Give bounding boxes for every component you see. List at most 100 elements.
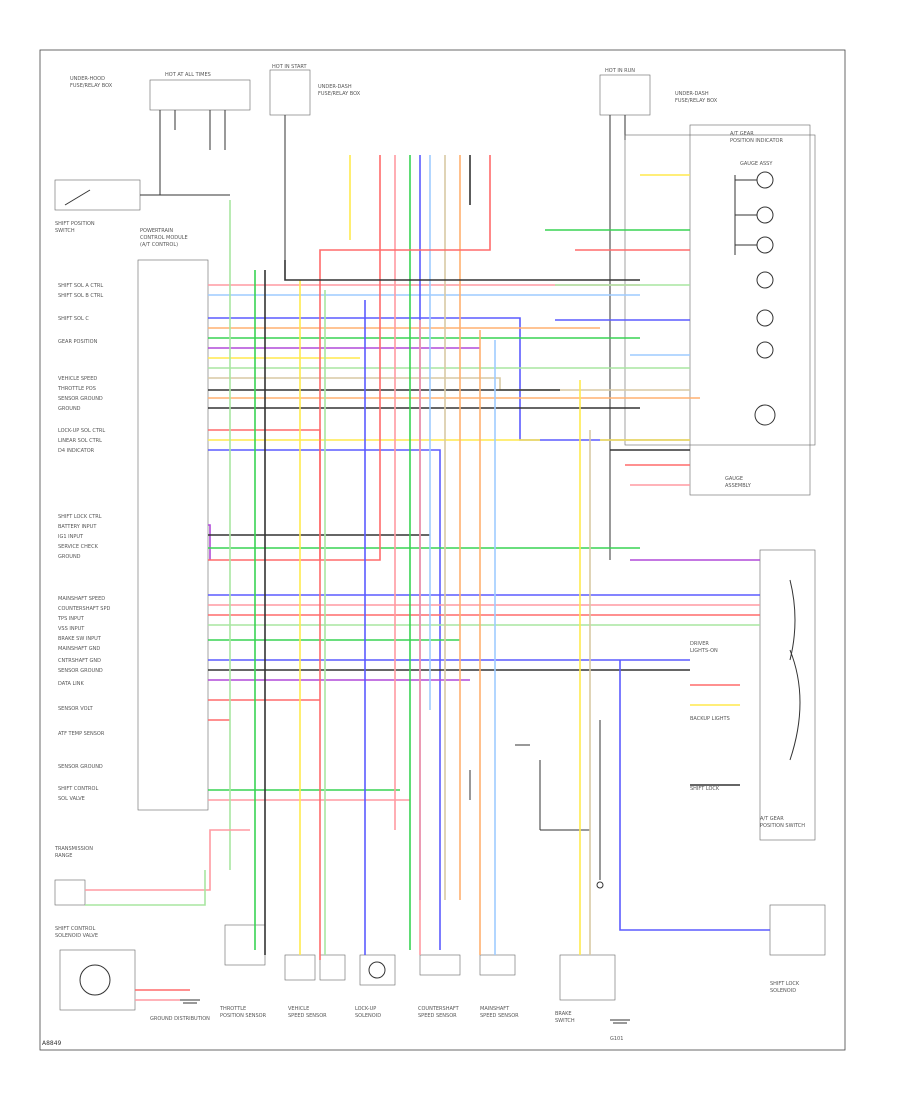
svg-text:SPEED SENSOR: SPEED SENSOR — [288, 1013, 327, 1019]
svg-text:HOT AT ALL TIMES: HOT AT ALL TIMES — [165, 72, 211, 78]
hot-in-run-fuse: HOT IN RUN UNDER-DASH FUSE/RELAY BOX — [599, 68, 718, 560]
svg-text:HOT IN START: HOT IN START — [272, 64, 308, 70]
svg-text:A/T GEAR: A/T GEAR — [760, 816, 784, 822]
svg-text:SHIFT SOL B CTRL: SHIFT SOL B CTRL — [58, 293, 103, 299]
svg-text:SHIFT LOCK: SHIFT LOCK — [770, 981, 800, 987]
park-neutral-switch: SHIFT POSITION SWITCH — [54, 179, 230, 234]
svg-text:SWITCH: SWITCH — [55, 228, 75, 234]
svg-text:THROTTLE: THROTTLE — [219, 1006, 246, 1012]
svg-text:LINEAR SOL CTRL: LINEAR SOL CTRL — [58, 438, 102, 444]
svg-text:SENSOR GROUND: SENSOR GROUND — [58, 396, 103, 402]
footer-code: A8849 — [42, 1040, 62, 1047]
wire-blue-14 — [208, 449, 441, 950]
wire-light_green-68 — [85, 870, 206, 906]
svg-text:LOCK-UP SOL CTRL: LOCK-UP SOL CTRL — [58, 428, 105, 434]
svg-text:SERVICE CHECK: SERVICE CHECK — [58, 544, 99, 550]
ground: GROUND DISTRIBUTION G101 — [150, 999, 630, 1042]
svg-text:ASSEMBLY: ASSEMBLY — [725, 483, 752, 489]
svg-text:G101: G101 — [610, 1036, 623, 1042]
svg-text:FUSE/RELAY BOX: FUSE/RELAY BOX — [70, 83, 113, 89]
data-link-connector: TRANSMISSION RANGE — [54, 846, 93, 906]
svg-text:GROUND DISTRIBUTION: GROUND DISTRIBUTION — [150, 1016, 210, 1022]
svg-text:UNDER-DASH: UNDER-DASH — [675, 91, 709, 97]
svg-text:RANGE: RANGE — [55, 853, 72, 859]
svg-text:TRANSMISSION: TRANSMISSION — [54, 846, 93, 852]
svg-text:POSITION SENSOR: POSITION SENSOR — [220, 1013, 267, 1019]
svg-text:GAUGE: GAUGE — [725, 476, 743, 482]
transmission-range-switch: A/T GEAR POSITION SWITCH DRIVER LIGHTS-O… — [690, 549, 816, 841]
svg-text:SHIFT POSITION: SHIFT POSITION — [55, 221, 95, 227]
svg-text:D4 INDICATOR: D4 INDICATOR — [58, 448, 95, 454]
powertrain-control-module: POWERTRAIN CONTROL MODULE (A/T CONTROL) … — [57, 228, 209, 811]
svg-text:GAUGE ASSY: GAUGE ASSY — [740, 161, 773, 167]
svg-text:LIGHTS-ON: LIGHTS-ON — [690, 648, 718, 654]
wire-blue-2 — [208, 317, 690, 441]
wire-pink-67 — [85, 829, 250, 891]
brake-relay — [469, 720, 604, 889]
svg-text:(A/T CONTROL): (A/T CONTROL) — [140, 242, 178, 248]
svg-text:THROTTLE POS: THROTTLE POS — [57, 386, 96, 392]
svg-text:SHIFT LOCK: SHIFT LOCK — [690, 786, 720, 792]
svg-text:SHIFT SOL A CTRL: SHIFT SOL A CTRL — [58, 283, 103, 289]
svg-text:DATA LINK: DATA LINK — [58, 681, 84, 687]
wire-tan-8 — [208, 377, 690, 391]
lockup-control-solenoid: LOCK-UP SOLENOID — [355, 954, 396, 1019]
svg-text:SHIFT CONTROL: SHIFT CONTROL — [58, 786, 98, 792]
svg-text:SENSOR VOLT: SENSOR VOLT — [58, 706, 94, 712]
throttle-position-sensor: THROTTLE POSITION SENSOR — [219, 924, 267, 1019]
svg-text:POWERTRAIN: POWERTRAIN — [140, 228, 173, 234]
wire-purple-15 — [208, 524, 211, 560]
wire-red-39 — [319, 155, 491, 960]
vehicle-speed-sensor: VEHICLE SPEED SENSOR — [284, 954, 327, 1019]
svg-text:UNDER-DASH: UNDER-DASH — [318, 84, 352, 90]
svg-text:BRAKE: BRAKE — [555, 1011, 572, 1017]
svg-text:MAINSHAFT SPEED: MAINSHAFT SPEED — [58, 596, 105, 602]
atf-temp-sensor — [319, 954, 346, 981]
svg-text:SWITCH: SWITCH — [555, 1018, 575, 1024]
svg-text:POSITION SWITCH: POSITION SWITCH — [760, 823, 805, 829]
wire-blue-63 — [619, 660, 770, 931]
svg-text:BACKUP LIGHTS: BACKUP LIGHTS — [690, 716, 730, 722]
svg-text:SENSOR GROUND: SENSOR GROUND — [58, 764, 103, 770]
svg-text:SHIFT SOL C: SHIFT SOL C — [58, 316, 89, 322]
svg-text:VSS INPUT: VSS INPUT — [58, 626, 85, 632]
hot-in-start-fuse: HOT IN START UNDER-DASH FUSE/RELAY BOX — [269, 64, 361, 260]
svg-text:SPEED SENSOR: SPEED SENSOR — [418, 1013, 457, 1019]
svg-text:MAINSHAFT GND: MAINSHAFT GND — [58, 646, 100, 652]
diagram-frame — [39, 49, 846, 1051]
svg-text:TPS INPUT: TPS INPUT — [57, 616, 85, 622]
a-t-gear-position-indicator: A/T GEAR POSITION INDICATOR GAUGE ASSY G… — [624, 124, 816, 496]
svg-text:SHIFT LOCK CTRL: SHIFT LOCK CTRL — [58, 514, 102, 520]
svg-text:UNDER-HOOD: UNDER-HOOD — [70, 76, 105, 82]
svg-text:COUNTERSHAFT SPD: COUNTERSHAFT SPD — [58, 606, 110, 612]
svg-text:SOL VALVE: SOL VALVE — [58, 796, 85, 802]
solenoid-valve-assembly: SHIFT CONTROL SOLENOID VALVE — [55, 926, 136, 1011]
svg-text:A/T GEAR: A/T GEAR — [730, 131, 754, 137]
wire-dark-51 — [284, 260, 640, 281]
hot-at-all-times-fuse-box: UNDER-HOOD FUSE/RELAY BOX HOT AT ALL TIM… — [70, 72, 251, 195]
svg-text:HOT IN RUN: HOT IN RUN — [605, 68, 635, 74]
svg-text:SOLENOID: SOLENOID — [770, 988, 796, 994]
svg-text:VEHICLE: VEHICLE — [288, 1006, 309, 1012]
mainshaft-speed-sensor: MAINSHAFT SPEED SENSOR — [479, 954, 519, 1019]
svg-text:SOLENOID: SOLENOID — [355, 1013, 381, 1019]
shift-lock-solenoid: SHIFT LOCK SOLENOID — [769, 904, 826, 994]
svg-text:POSITION INDICATOR: POSITION INDICATOR — [730, 138, 783, 144]
svg-text:SPEED SENSOR: SPEED SENSOR — [480, 1013, 519, 1019]
svg-text:FUSE/RELAY BOX: FUSE/RELAY BOX — [675, 98, 718, 104]
svg-text:GROUND: GROUND — [58, 554, 81, 560]
brake-switch: BRAKE SWITCH — [555, 954, 616, 1024]
svg-text:SHIFT CONTROL: SHIFT CONTROL — [55, 926, 95, 932]
svg-text:BRAKE SW INPUT: BRAKE SW INPUT — [58, 636, 102, 642]
svg-text:LOCK-UP: LOCK-UP — [355, 1006, 376, 1012]
svg-text:FUSE/RELAY BOX: FUSE/RELAY BOX — [318, 91, 361, 97]
indicator-lamps — [734, 171, 776, 426]
svg-text:GEAR POSITION: GEAR POSITION — [58, 339, 98, 345]
countershaft-speed-sensor: COUNTERSHAFT SPEED SENSOR — [418, 954, 461, 1019]
pcm-pin-labels: SHIFT SOL A CTRL SHIFT SOL B CTRL SHIFT … — [57, 283, 110, 802]
svg-text:IG1 INPUT: IG1 INPUT — [58, 534, 84, 540]
svg-text:MAINSHAFT: MAINSHAFT — [480, 1006, 510, 1012]
svg-text:BATTERY INPUT: BATTERY INPUT — [58, 524, 97, 530]
wire-group — [85, 155, 770, 1001]
svg-text:ATF TEMP SENSOR: ATF TEMP SENSOR — [58, 731, 105, 737]
